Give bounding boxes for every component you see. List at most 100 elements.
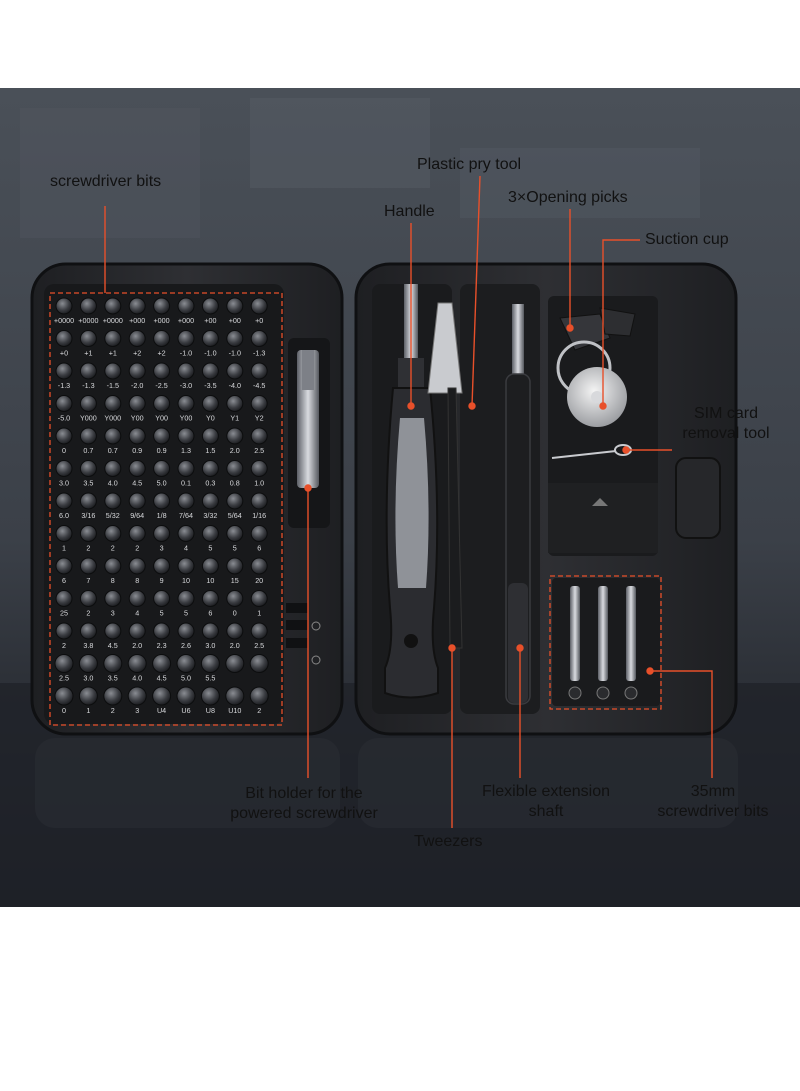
- label-35mm-bits: 35mm screwdriver bits: [657, 783, 769, 820]
- bit-label: 10: [206, 576, 214, 585]
- bit-socket: [104, 557, 122, 575]
- product-photo: +0000+0000+0000+000+000+000+00+00+0+0+1+…: [0, 88, 800, 907]
- bit-socket: [128, 492, 146, 510]
- bit-label: 2.5: [59, 674, 69, 683]
- bit-socket: [55, 622, 73, 640]
- label-sim-tool: SIM card removal tool: [682, 405, 770, 442]
- bit-socket: [152, 686, 172, 706]
- suction-cup-center: [591, 391, 603, 403]
- bit-socket: [249, 654, 269, 673]
- bit-label: U4: [157, 706, 166, 715]
- bit-socket: [104, 330, 122, 347]
- bit-label: 5: [208, 544, 212, 553]
- bit-label: 6: [208, 609, 212, 618]
- bit-label: +0000: [103, 316, 123, 325]
- bit-label: 0.9: [157, 446, 167, 455]
- bit-socket: [201, 297, 219, 315]
- bit-label: 3.8: [83, 641, 93, 650]
- label-plastic-pry-tool: Plastic pry tool: [417, 156, 522, 173]
- bit-label: -1.3: [58, 381, 70, 390]
- bit-socket: [226, 297, 244, 315]
- bit-socket: [226, 525, 244, 542]
- bit-label: 2: [86, 609, 90, 618]
- bit-label: Y00: [131, 414, 144, 423]
- bit-label: 2.5: [254, 641, 264, 650]
- bit-socket: [201, 492, 219, 510]
- bit-socket: [128, 590, 146, 607]
- bit-label: 1: [62, 544, 66, 553]
- bit-label: Y1: [230, 414, 239, 423]
- bit-label: -1.3: [253, 349, 265, 358]
- bit-label: 2.0: [230, 446, 240, 455]
- bit-socket: [79, 622, 97, 640]
- bit-label: 1.5: [205, 446, 215, 455]
- bit-socket: [79, 330, 97, 347]
- bit-socket: [177, 525, 195, 542]
- bit-socket: [201, 362, 219, 380]
- bit-label: 10: [182, 576, 190, 585]
- bit-socket: [225, 654, 245, 673]
- bit-socket: [201, 525, 219, 542]
- window-light-3: [20, 108, 200, 238]
- bit-label: 1/8: [157, 511, 167, 520]
- bit-label: +0: [255, 316, 263, 325]
- bit-label: 0.1: [181, 479, 191, 488]
- label-opening-picks: 3×Opening picks: [508, 189, 628, 206]
- bit-label: 4.5: [132, 479, 142, 488]
- bit-label: +0000: [54, 316, 74, 325]
- bit-label: 2: [111, 706, 115, 715]
- bit-35mm: [626, 586, 636, 681]
- bit-label: 2: [135, 544, 139, 553]
- bit-socket: [226, 622, 244, 640]
- bit-label: -1.0: [204, 349, 216, 358]
- bit-35mm-base: [624, 686, 638, 700]
- bit-socket: [177, 557, 195, 575]
- bit-label: +000: [153, 316, 169, 325]
- bit-socket: [201, 460, 219, 477]
- plastic-pry-tool: [427, 302, 463, 394]
- bit-socket: [226, 557, 244, 575]
- leader-dot-sim: [622, 446, 630, 454]
- bit-label: Y2: [255, 414, 264, 423]
- bit-socket: [153, 362, 171, 380]
- bit-socket: [104, 395, 122, 412]
- bit-socket: [127, 686, 147, 706]
- bit-grid: +0000+0000+0000+000+000+000+00+00+0+0+1+…: [54, 297, 269, 715]
- bit-socket: [104, 525, 122, 542]
- bit-label: 1: [257, 609, 261, 618]
- bit-socket: [128, 330, 146, 347]
- bits-dashed-box: [49, 292, 283, 726]
- bit-label: 2: [62, 641, 66, 650]
- bit-socket: [55, 460, 73, 477]
- bit-socket: [177, 622, 195, 640]
- bit-socket: [79, 427, 97, 445]
- bit-socket: [55, 557, 73, 575]
- handle-grip: [395, 418, 429, 588]
- bit-label: +2: [133, 349, 141, 358]
- bit-label: -1.5: [107, 381, 119, 390]
- eject-icon: [592, 498, 608, 506]
- leader-dot-flex: [516, 644, 524, 652]
- bit-socket: [226, 460, 244, 477]
- bit-label: -1.3: [82, 381, 94, 390]
- bit-socket: [200, 654, 220, 673]
- bit-socket: [128, 525, 146, 542]
- bit-socket: [128, 362, 146, 380]
- bit-label: Y0: [206, 414, 215, 423]
- bit-socket: [201, 557, 219, 575]
- bit-label: 0.7: [83, 446, 93, 455]
- bit-label: 2.6: [181, 641, 191, 650]
- bit-socket: [200, 686, 220, 706]
- slot-notch-1: [286, 603, 308, 613]
- bit-label: Y00: [180, 414, 193, 423]
- bit-socket: [153, 395, 171, 412]
- bit-label: +000: [178, 316, 194, 325]
- bit-label: 3.0: [83, 674, 93, 683]
- bit-label: 8: [135, 576, 139, 585]
- bit-label: 15: [231, 576, 239, 585]
- bit-socket: [79, 395, 97, 412]
- bit-label: 2: [86, 544, 90, 553]
- bit-label: U10: [228, 706, 241, 715]
- handle-cap-hole: [404, 634, 418, 648]
- bit-label: 3.5: [83, 479, 93, 488]
